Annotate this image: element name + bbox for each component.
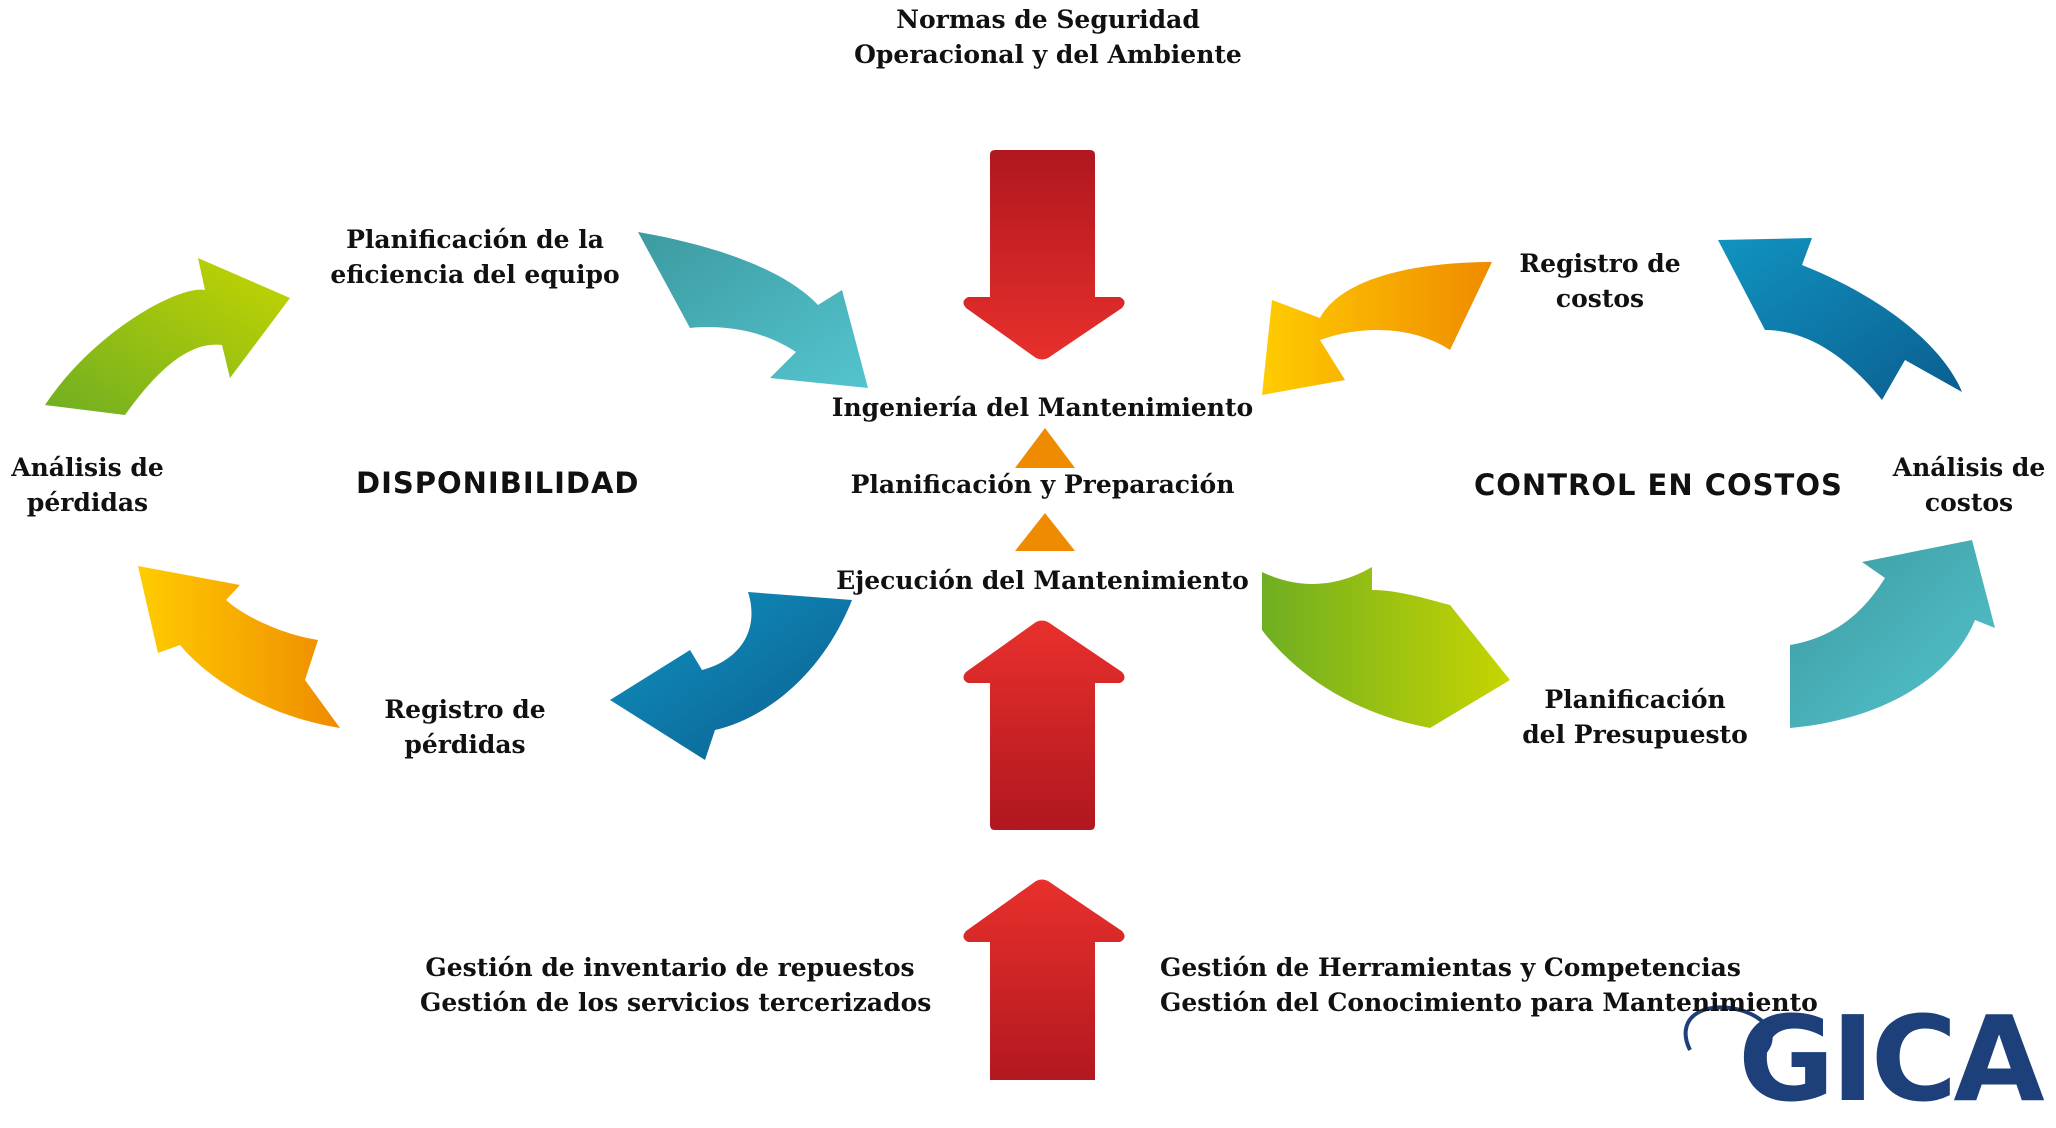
label-loss-record-line1: Registro de: [384, 695, 546, 724]
teal-curved-arrow-right: [1790, 540, 1995, 728]
label-efficiency: Planificación de la eficiencia del equip…: [330, 222, 620, 292]
label-cost-analysis: Análisis de costos: [1882, 450, 2056, 520]
label-budget-line1: Planificación: [1544, 685, 1726, 714]
top-label-line2: Operacional y del Ambiente: [854, 40, 1242, 69]
label-bottom-right: Gestión de Herramientas y Competencias G…: [1160, 950, 1818, 1020]
label-efficiency-line2: eficiencia del equipo: [330, 260, 620, 289]
orange-curved-arrow: [1262, 262, 1492, 395]
label-cost-analysis-line1: Análisis de: [1892, 453, 2046, 482]
label-bottom-left-line1: Gestión de inventario de repuestos: [425, 953, 915, 982]
top-label-line1: Normas de Seguridad: [896, 5, 1200, 34]
diagram-canvas: [45, 150, 1995, 1080]
blue-curved-arrow: [610, 592, 852, 760]
teal-curved-arrow: [638, 232, 868, 388]
red-arrow-up: [963, 620, 1125, 830]
label-bottom-left: Gestión de inventario de repuestos Gesti…: [420, 950, 932, 1020]
label-cost-record-line2: costos: [1555, 284, 1645, 313]
gica-logo: GICA: [1738, 990, 2045, 1128]
red-arrow-down: [963, 150, 1125, 360]
label-cost-record-line1: Registro de: [1519, 249, 1681, 278]
triangle-up-icon: [1015, 428, 1075, 468]
label-budget: Planificación del Presupuesto: [1515, 682, 1755, 752]
label-engineering: Ingeniería del Mantenimiento: [831, 393, 1254, 422]
yellow-curved-arrow: [138, 566, 340, 728]
top-label: Normas de Seguridad Operacional y del Am…: [828, 2, 1268, 72]
label-loss-analysis-line1: Análisis de: [11, 453, 164, 482]
label-loss-analysis-line2: pérdidas: [26, 488, 149, 517]
label-bottom-right-line2: Gestión del Conocimiento para Mantenimie…: [1160, 988, 1818, 1017]
label-loss-analysis: Análisis de pérdidas: [0, 450, 175, 520]
triangle-up-icon: [1015, 513, 1075, 551]
label-bottom-right-line1: Gestión de Herramientas y Competencias: [1160, 953, 1741, 982]
label-execution: Ejecución del Mantenimiento: [836, 566, 1249, 595]
label-planning: Planificación y Preparación: [850, 470, 1235, 499]
heading-disponibilidad: DISPONIBILIDAD: [356, 466, 640, 500]
label-loss-record: Registro de pérdidas: [365, 692, 565, 762]
heading-control-costos: CONTROL EN COSTOS: [1474, 468, 1843, 502]
label-loss-record-line2: pérdidas: [404, 730, 526, 759]
label-budget-line2: del Presupuesto: [1522, 720, 1748, 749]
label-bottom-left-line2: Gestión de los servicios tercerizados: [420, 988, 932, 1017]
green-curved-arrow: [45, 258, 290, 415]
blue-curved-arrow-right: [1718, 238, 1962, 400]
label-cost-record: Registro de costos: [1505, 246, 1695, 316]
red-arrow-up-bottom: [963, 879, 1125, 1080]
logo-swoosh: [1683, 1005, 1773, 1062]
label-efficiency-line1: Planificación de la: [346, 225, 604, 254]
label-cost-analysis-line2: costos: [1924, 488, 2014, 517]
green-curved-arrow-right: [1262, 567, 1510, 728]
